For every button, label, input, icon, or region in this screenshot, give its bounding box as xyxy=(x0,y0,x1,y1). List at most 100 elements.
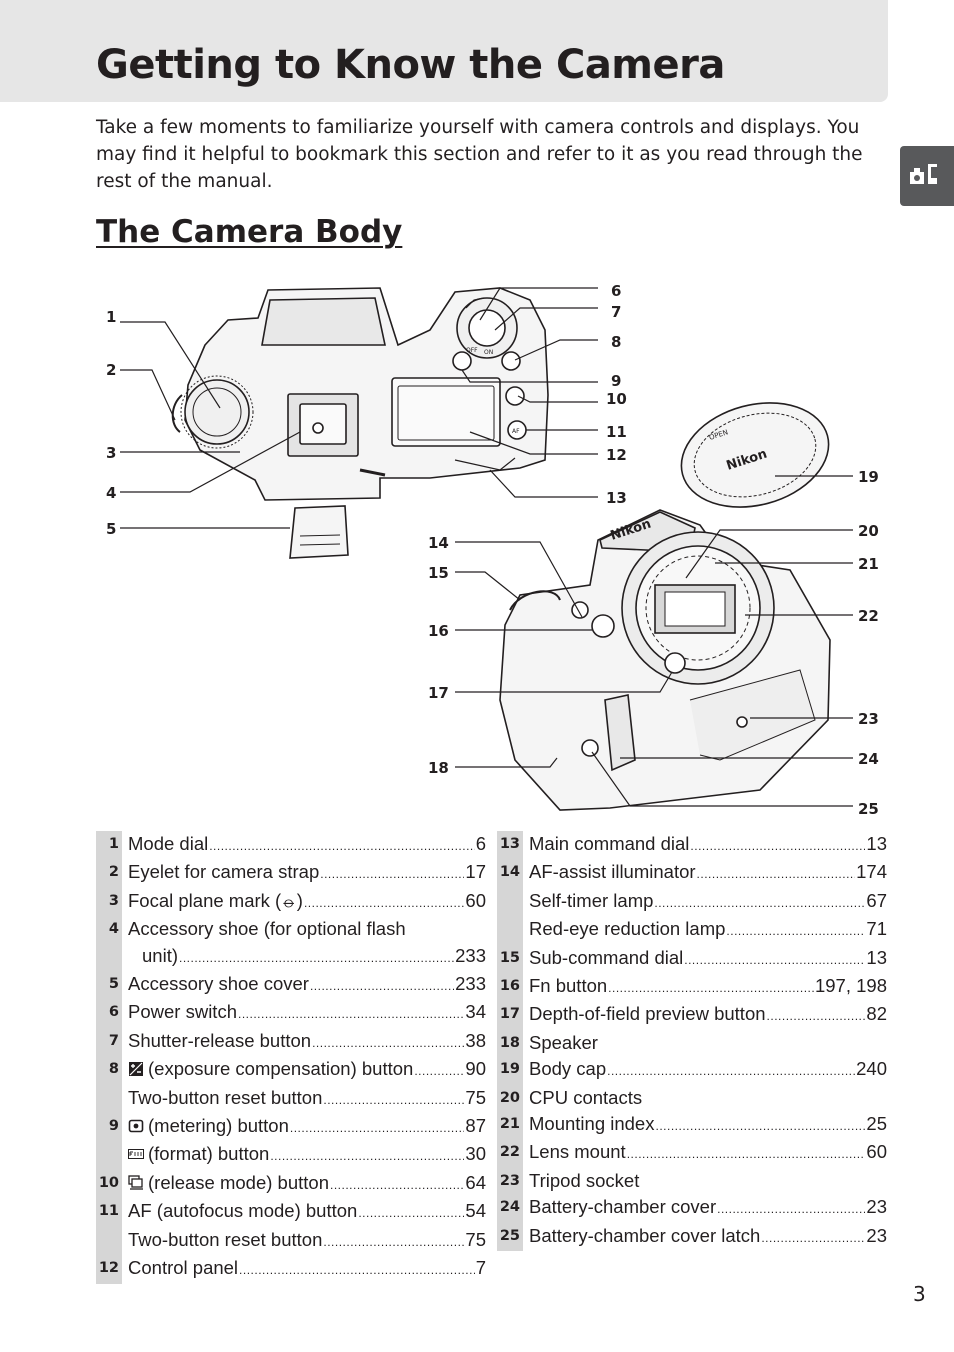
legend-page-ref[interactable]: 17 xyxy=(465,861,486,883)
dot-leader xyxy=(320,859,464,887)
legend-page-ref[interactable]: 197, 198 xyxy=(814,975,887,997)
legend-label: (format) button xyxy=(128,1141,269,1167)
dot-leader xyxy=(607,1056,855,1084)
legend-label: (metering) button xyxy=(128,1113,289,1139)
legend-page-ref[interactable]: 34 xyxy=(465,1001,486,1023)
legend-line: Shutter-release button38 xyxy=(128,1028,486,1056)
legend-label: unit) xyxy=(142,943,178,969)
legend-page-ref[interactable]: 13 xyxy=(866,946,887,968)
legend-number: 13 xyxy=(497,831,523,860)
callout-19: 19 xyxy=(858,468,879,486)
legend-page-ref[interactable]: 75 xyxy=(465,1086,486,1108)
power-off-label: OFF xyxy=(466,347,478,354)
callout-15: 15 xyxy=(428,564,449,582)
legend-label-text: Accessory shoe cover xyxy=(128,973,309,995)
legend-page-ref[interactable]: 60 xyxy=(465,889,486,911)
release-mode-icon xyxy=(128,1175,143,1190)
legend-number: 6 xyxy=(96,999,122,1028)
legend-label: Power switch xyxy=(128,999,237,1025)
dot-leader xyxy=(761,1223,865,1251)
dot-leader xyxy=(312,1028,464,1056)
dot-leader xyxy=(627,1139,866,1167)
section-title: The Camera Body xyxy=(96,214,403,250)
legend-label: Sub-command dial xyxy=(529,945,683,971)
legend-page-ref[interactable]: 23 xyxy=(866,1196,887,1218)
legend-page-ref[interactable]: 71 xyxy=(866,918,887,940)
legend-number: 25 xyxy=(497,1222,523,1252)
dot-leader xyxy=(654,888,865,916)
legend-number: 3 xyxy=(96,887,122,917)
legend-line: AF (autofocus mode) button 54 xyxy=(128,1198,486,1226)
legend-page-ref[interactable]: 82 xyxy=(866,1003,887,1025)
callout-23: 23 xyxy=(858,710,879,728)
dot-leader xyxy=(179,943,454,971)
legend-page-ref[interactable]: 23 xyxy=(866,1224,887,1246)
legend-line: Eyelet for camera strap17 xyxy=(128,859,486,887)
legend-page-ref[interactable]: 90 xyxy=(465,1058,486,1080)
legend-page-ref[interactable]: 54 xyxy=(465,1200,486,1222)
legend-label: Focal plane mark (⦵) xyxy=(128,888,303,914)
legend-page-ref[interactable]: 240 xyxy=(856,1058,887,1080)
legend-page-ref[interactable]: 6 xyxy=(475,833,486,854)
legend-page-ref[interactable]: 13 xyxy=(866,833,887,854)
legend-page-ref[interactable]: 64 xyxy=(465,1171,486,1193)
legend-label-text: Control panel xyxy=(128,1257,239,1279)
legend-line: Speaker xyxy=(529,1030,887,1056)
legend-line: (exposure compensation) button 90 xyxy=(128,1056,486,1084)
callout-7: 7 xyxy=(611,303,621,321)
legend-page-ref[interactable]: 233 xyxy=(455,973,486,995)
legend-label-text: Red-eye reduction lamp xyxy=(529,918,726,940)
callout-14: 14 xyxy=(428,534,449,552)
dot-leader xyxy=(608,973,814,1001)
legend-label: (release mode) button xyxy=(128,1170,329,1196)
legend-label-text: Tripod socket xyxy=(529,1169,640,1191)
callout-21: 21 xyxy=(858,555,879,573)
legend-label-text: Self-timer lamp xyxy=(529,889,654,911)
legend-line: Power switch 34 xyxy=(128,999,486,1027)
dot-leader xyxy=(310,971,454,999)
legend-number: 11 xyxy=(96,1198,122,1256)
legend-label-text: Mounting index xyxy=(529,1113,655,1135)
legend-number: 18 xyxy=(497,1029,523,1057)
legend-label-text: Two-button reset button xyxy=(128,1228,323,1250)
legend-line: Main command dial13 xyxy=(529,831,887,859)
title-band xyxy=(0,0,888,102)
camera-button-labels: OFF ON AF xyxy=(466,347,520,435)
legend-page-ref[interactable]: 38 xyxy=(465,1029,486,1051)
legend-line: Sub-command dial 13 xyxy=(529,945,887,973)
legend-label: Fn button xyxy=(529,973,607,999)
legend-label: Accessory shoe (for optional flash xyxy=(128,916,406,942)
callout-4: 4 xyxy=(106,484,116,502)
legend-line: (metering) button 87 xyxy=(128,1113,486,1141)
legend-page-ref[interactable]: 75 xyxy=(465,1228,486,1250)
callout-6: 6 xyxy=(611,282,621,300)
callout-1: 1 xyxy=(106,308,116,326)
legend-line: Focal plane mark (⦵) 60 xyxy=(128,888,486,916)
legend-label-text: AF (autofocus mode) button xyxy=(128,1200,358,1222)
legend-page-ref[interactable]: 67 xyxy=(866,889,887,911)
legend-label-text: Sub-command dial xyxy=(529,946,684,968)
callout-20: 20 xyxy=(858,522,879,540)
dot-leader xyxy=(726,916,865,944)
legend-page-ref[interactable]: 87 xyxy=(465,1115,486,1137)
legend-label: (exposure compensation) button xyxy=(128,1056,413,1082)
legend-page-ref[interactable]: 174 xyxy=(856,861,887,883)
legend-page-ref[interactable]: 233 xyxy=(455,944,486,966)
legend-page-ref[interactable]: 7 xyxy=(475,1257,486,1279)
legend-line: Tripod socket xyxy=(529,1168,887,1194)
dot-leader xyxy=(238,999,464,1027)
chapter-tab[interactable] xyxy=(900,146,954,206)
legend-line: Fn button 197, 198 xyxy=(529,973,887,1001)
dot-leader xyxy=(717,1194,865,1222)
legend-label: Battery-chamber cover latch xyxy=(529,1223,760,1249)
legend-page-ref[interactable]: 60 xyxy=(866,1141,887,1163)
legend-page-ref[interactable]: 25 xyxy=(866,1113,887,1135)
legend-number: 1 xyxy=(96,831,122,860)
dot-leader xyxy=(697,859,856,887)
legend-page-ref[interactable]: 30 xyxy=(465,1143,486,1165)
legend-label: Red-eye reduction lamp xyxy=(529,916,725,942)
